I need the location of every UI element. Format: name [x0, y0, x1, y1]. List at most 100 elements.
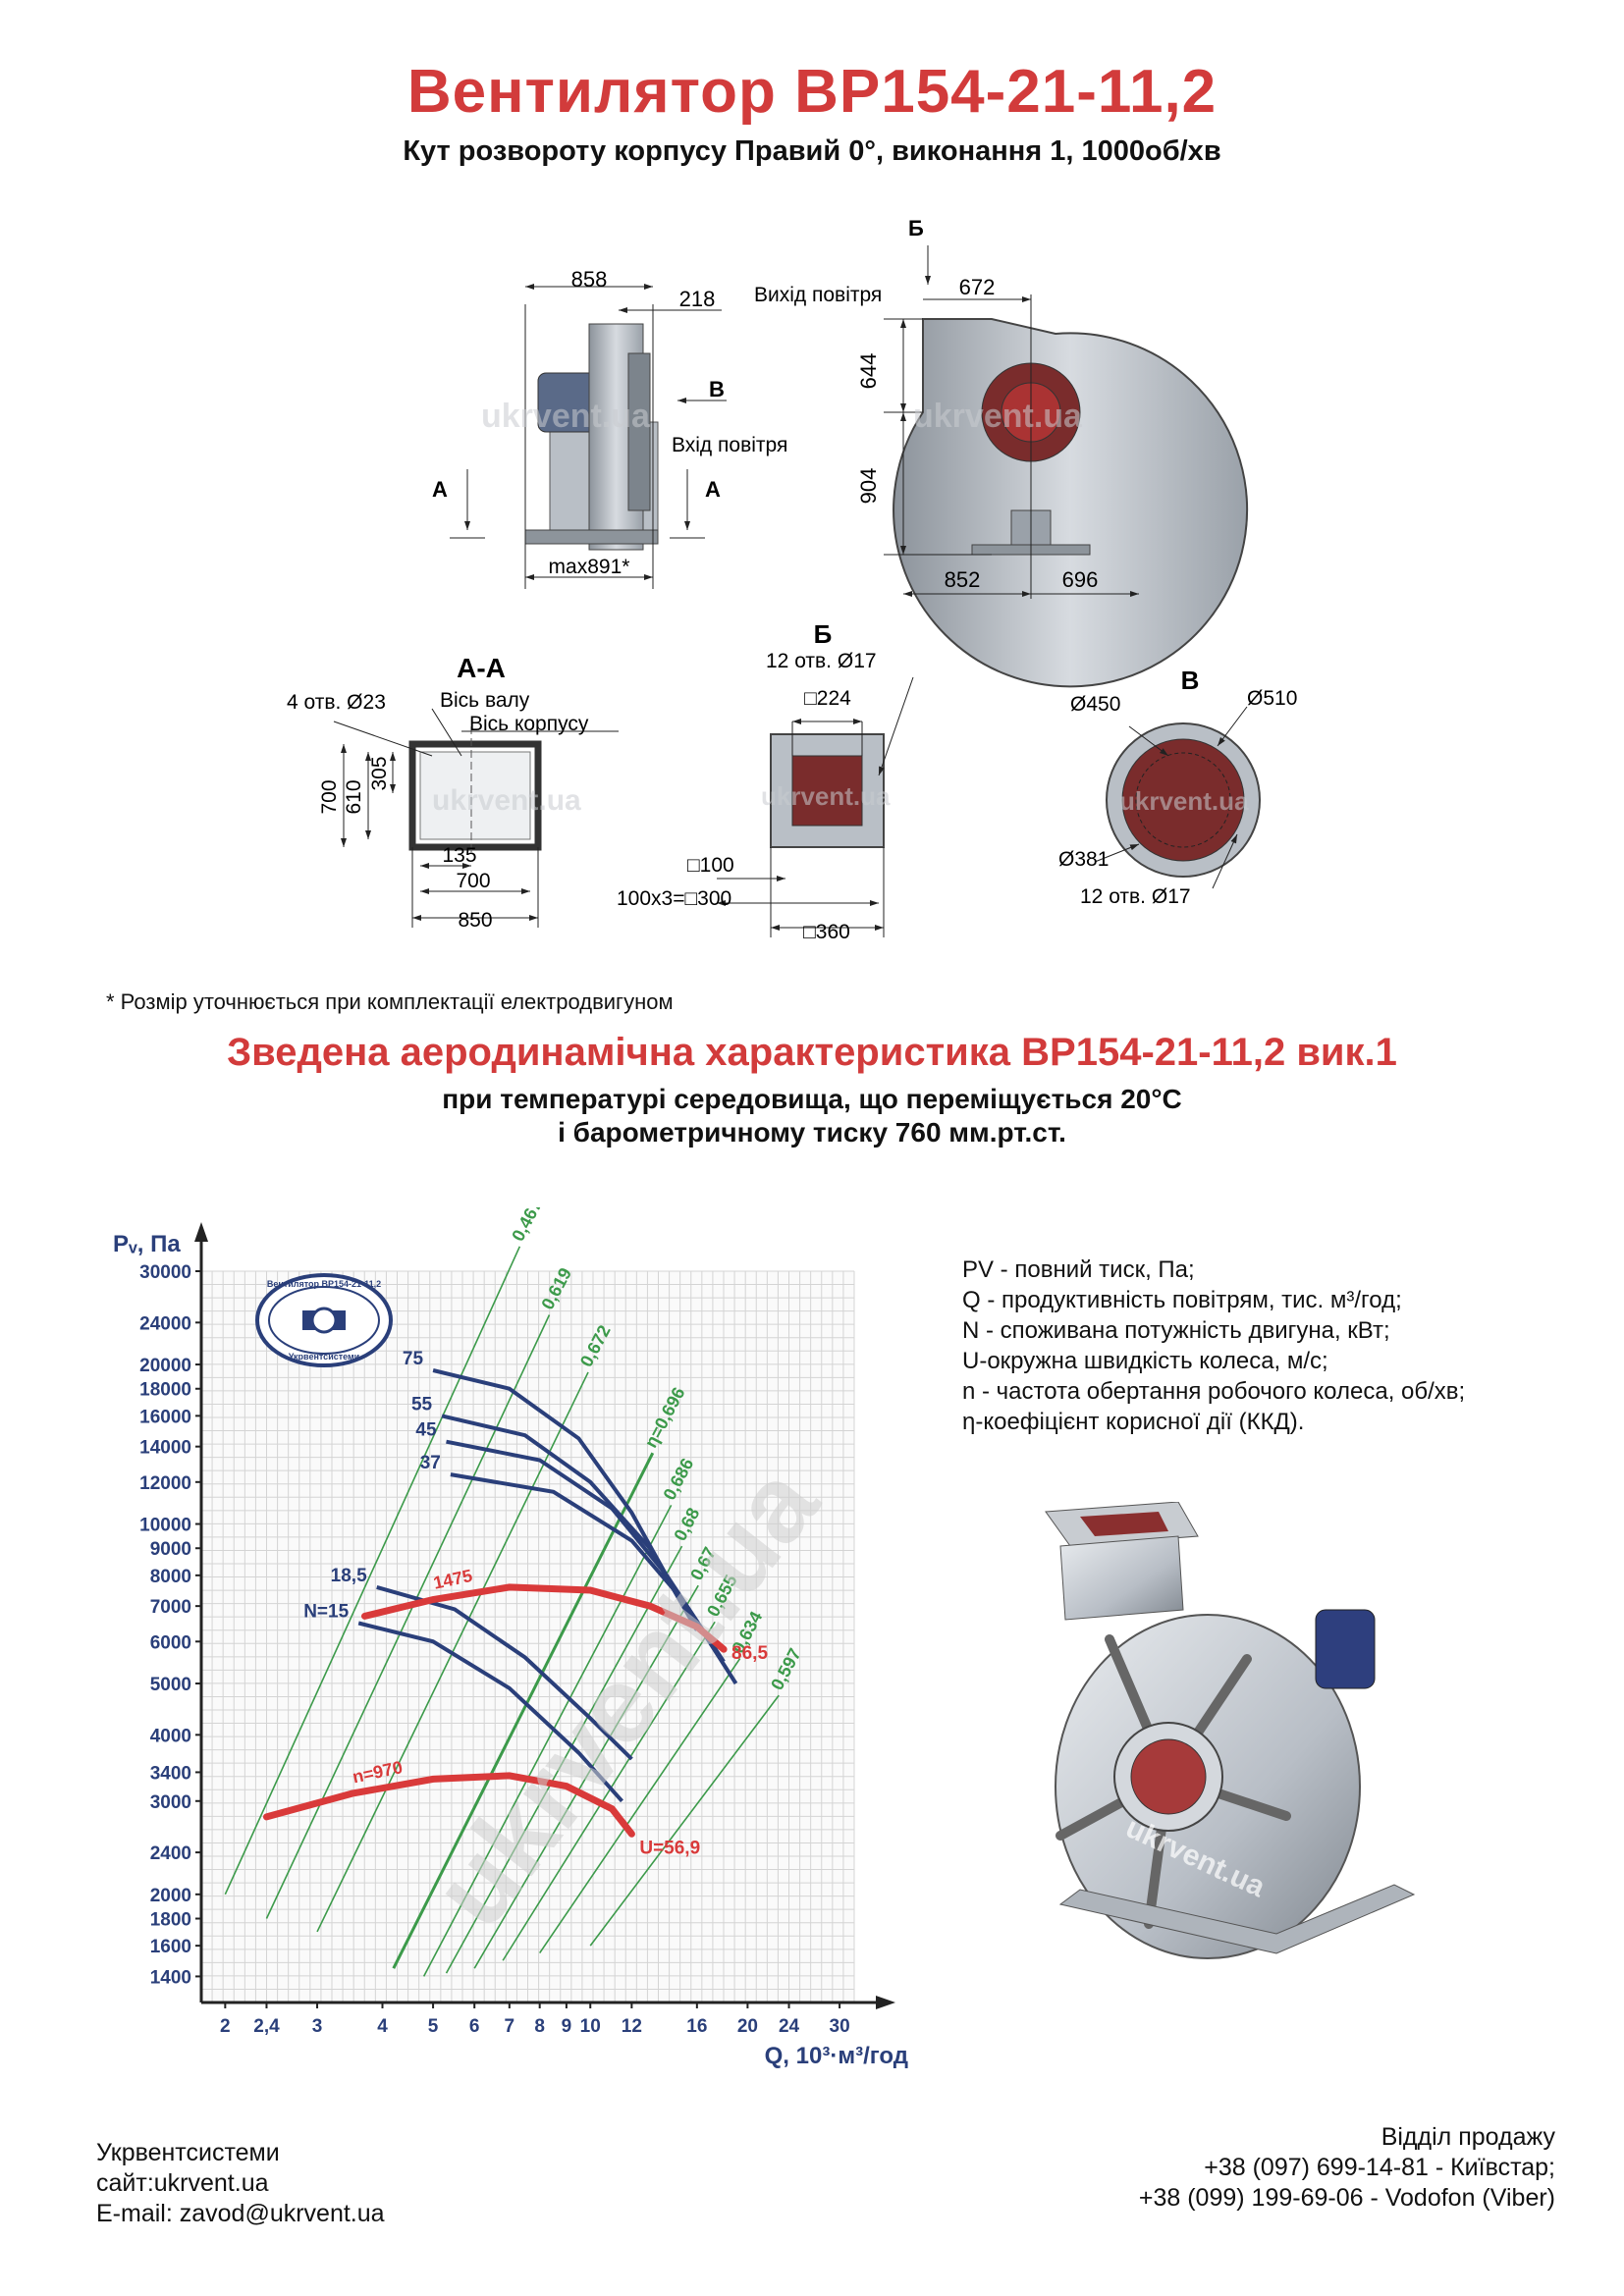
- dim-696: 696: [1062, 567, 1099, 592]
- footer-contacts: Укрвентсистеми сайт:ukrvent.ua E-mail: z…: [96, 2138, 385, 2229]
- y-tick-label: 5000: [150, 1675, 191, 1695]
- svg-text:ukrvent.ua: ukrvent.ua: [913, 398, 1083, 435]
- svg-text:ukrvent.ua: ukrvent.ua: [481, 398, 651, 435]
- y-tick-label: 6000: [150, 1632, 191, 1653]
- efficiency-label: 0,467: [508, 1207, 546, 1245]
- footnote: * Розмір уточнюється при комплектації ел…: [106, 989, 674, 1014]
- power-curve-label: 37: [420, 1453, 441, 1473]
- legend-item: U-окружна швидкість колеса, м/с;: [962, 1348, 1328, 1374]
- legend-item: N - споживана потужність двигуна, кВт;: [962, 1317, 1390, 1344]
- chart-grid: [200, 1270, 855, 2003]
- y-tick-label: 1800: [150, 1910, 191, 1931]
- b-dim-224: □224: [804, 687, 851, 710]
- v-dim-510: Ø510: [1247, 687, 1297, 710]
- aa-holes: 4 отв. Ø23: [287, 691, 386, 714]
- b-dim-100: □100: [687, 854, 734, 877]
- legend: PV - повний тиск, Па; Q - продуктивність…: [962, 1255, 1465, 1437]
- outlet-label: Вихід повітря: [754, 284, 882, 306]
- svg-text:ukrvent.ua: ukrvent.ua: [1119, 786, 1249, 816]
- y-tick-label: 20000: [139, 1356, 191, 1376]
- power-curve-label: 55: [411, 1394, 433, 1415]
- y-tick-label: 3000: [150, 1792, 191, 1813]
- chart-ticks: 3000024000200001800016000140001200010000…: [139, 1262, 850, 2037]
- x-tick-label: 12: [622, 2016, 642, 2037]
- footer-sales: Відділ продажу +38 (097) 699-14-81 - Киї…: [1139, 2122, 1555, 2214]
- x-tick-label: 10: [580, 2016, 601, 2037]
- chart-labels: Pᵥ, ПаQ, 10³·м³/год: [113, 1231, 908, 2069]
- aa-dim-135: 135: [442, 844, 476, 867]
- x-tick-label: 20: [737, 2016, 758, 2037]
- section-subtitle-2: і барометричному тиску 760 мм.рт.ст.: [558, 1117, 1066, 1148]
- watermarks: ukrvent.ua ukrvent.ua ukrvent.ua ukrvent…: [432, 398, 1249, 817]
- site-link[interactable]: сайт:ukrvent.ua: [96, 2169, 269, 2197]
- aa-dim-700b: 700: [456, 870, 490, 892]
- dim-852: 852: [945, 567, 981, 592]
- svg-text:ukrvent.ua: ukrvent.ua: [761, 781, 891, 811]
- y-tick-label: 9000: [150, 1539, 191, 1560]
- x-tick-label: 5: [428, 2016, 439, 2037]
- section-title: Зведена аеродинамічна характеристика ВР1…: [227, 1031, 1397, 1074]
- phone-1[interactable]: +38 (097) 699-14-81 - Київстар;: [1204, 2154, 1555, 2181]
- stamp-text-2: Укрвентсистеми: [289, 1352, 359, 1362]
- legend-item: Q - продуктивність повітрям, тис. м³/год…: [962, 1287, 1402, 1313]
- y-tick-label: 1600: [150, 1937, 191, 1957]
- x-axis-arrow: [876, 1996, 895, 2009]
- section-a-right: А: [705, 477, 721, 502]
- power-curve: [432, 1368, 677, 1591]
- efficiency-line: [265, 1314, 551, 1919]
- section-v-flange: В Ø450 Ø510 Ø381 12 отв. Ø17: [1058, 666, 1297, 908]
- aa-dim-850: 850: [458, 909, 492, 932]
- y-tick-label: 8000: [150, 1567, 191, 1587]
- aa-dim-610: 610: [343, 779, 365, 814]
- x-tick-label: 2,4: [253, 2016, 280, 2037]
- y-tick-label: 3400: [150, 1763, 191, 1784]
- efficiency-line: [445, 1545, 683, 1974]
- aa-dim-305: 305: [368, 756, 391, 790]
- efficiency-line: [224, 1246, 521, 1896]
- dim-max891: max891*: [549, 556, 630, 578]
- speed-curve: [263, 1772, 635, 1838]
- y-tick-label: 7000: [150, 1597, 191, 1618]
- fan-illustration: ukrvent.ua: [1045, 1502, 1416, 1959]
- section-subtitle-1: при температурі середовища, що переміщує…: [442, 1084, 1182, 1114]
- power-curve-label: 18,5: [331, 1566, 367, 1586]
- power-curve-label: N=15: [303, 1602, 349, 1623]
- efficiency-line: [589, 1694, 780, 1947]
- y-tick-label: 4000: [150, 1726, 191, 1746]
- dim-904: 904: [856, 468, 881, 505]
- efficiency-line: [422, 1505, 673, 1977]
- stamp-logo: Вентилятор ВР154-21-11,2 Укрвентсистеми: [255, 1273, 393, 1367]
- aa-shaft-axis: Вісь валу: [440, 689, 530, 712]
- view-b-top: Б: [908, 216, 924, 240]
- power-curve: [357, 1621, 623, 1803]
- front-view: Б Вихід повітря 672 644 904 852 696: [754, 216, 1249, 688]
- b-dim-360: □360: [803, 921, 850, 943]
- v-dim-450: Ø450: [1070, 693, 1120, 716]
- v-dim-381: Ø381: [1058, 848, 1109, 871]
- dim-858: 858: [571, 267, 608, 292]
- x-tick-label: 16: [686, 2016, 707, 2037]
- speed-curve-end-label: 86,5: [731, 1643, 768, 1664]
- b-dim-300: 100x3=□300: [617, 887, 731, 910]
- phone-2[interactable]: +38 (099) 199-69-06 - Vodofon (Viber): [1138, 2184, 1555, 2212]
- efficiency-line: [392, 1452, 655, 1969]
- x-tick-label: 4: [377, 2016, 388, 2037]
- email-link[interactable]: E-mail: zavod@ukrvent.ua: [96, 2200, 385, 2227]
- x-tick-label: 2: [220, 2016, 231, 2037]
- aerodynamic-chart: 0,4670,6190,672η=0,6960,6860,680,670,655…: [113, 1207, 908, 2069]
- v-title: В: [1181, 666, 1200, 695]
- legend-item: PV - повний тиск, Па;: [962, 1256, 1195, 1283]
- chart-axes: [194, 1222, 895, 2009]
- efficiency-line: [473, 1584, 699, 1969]
- y-tick-label: 16000: [139, 1407, 191, 1427]
- y-tick-label: 12000: [139, 1473, 191, 1494]
- speed-curve-end-label: U=56,9: [639, 1838, 700, 1858]
- y-tick-label: 2000: [150, 1886, 191, 1906]
- power-curve-label: 75: [403, 1349, 424, 1369]
- y-tick-label: 10000: [139, 1516, 191, 1536]
- y-tick-label: 30000: [139, 1262, 191, 1283]
- y-tick-label: 2400: [150, 1843, 191, 1864]
- aa-title: А-А: [457, 653, 506, 683]
- b-holes: 12 отв. Ø17: [766, 650, 877, 672]
